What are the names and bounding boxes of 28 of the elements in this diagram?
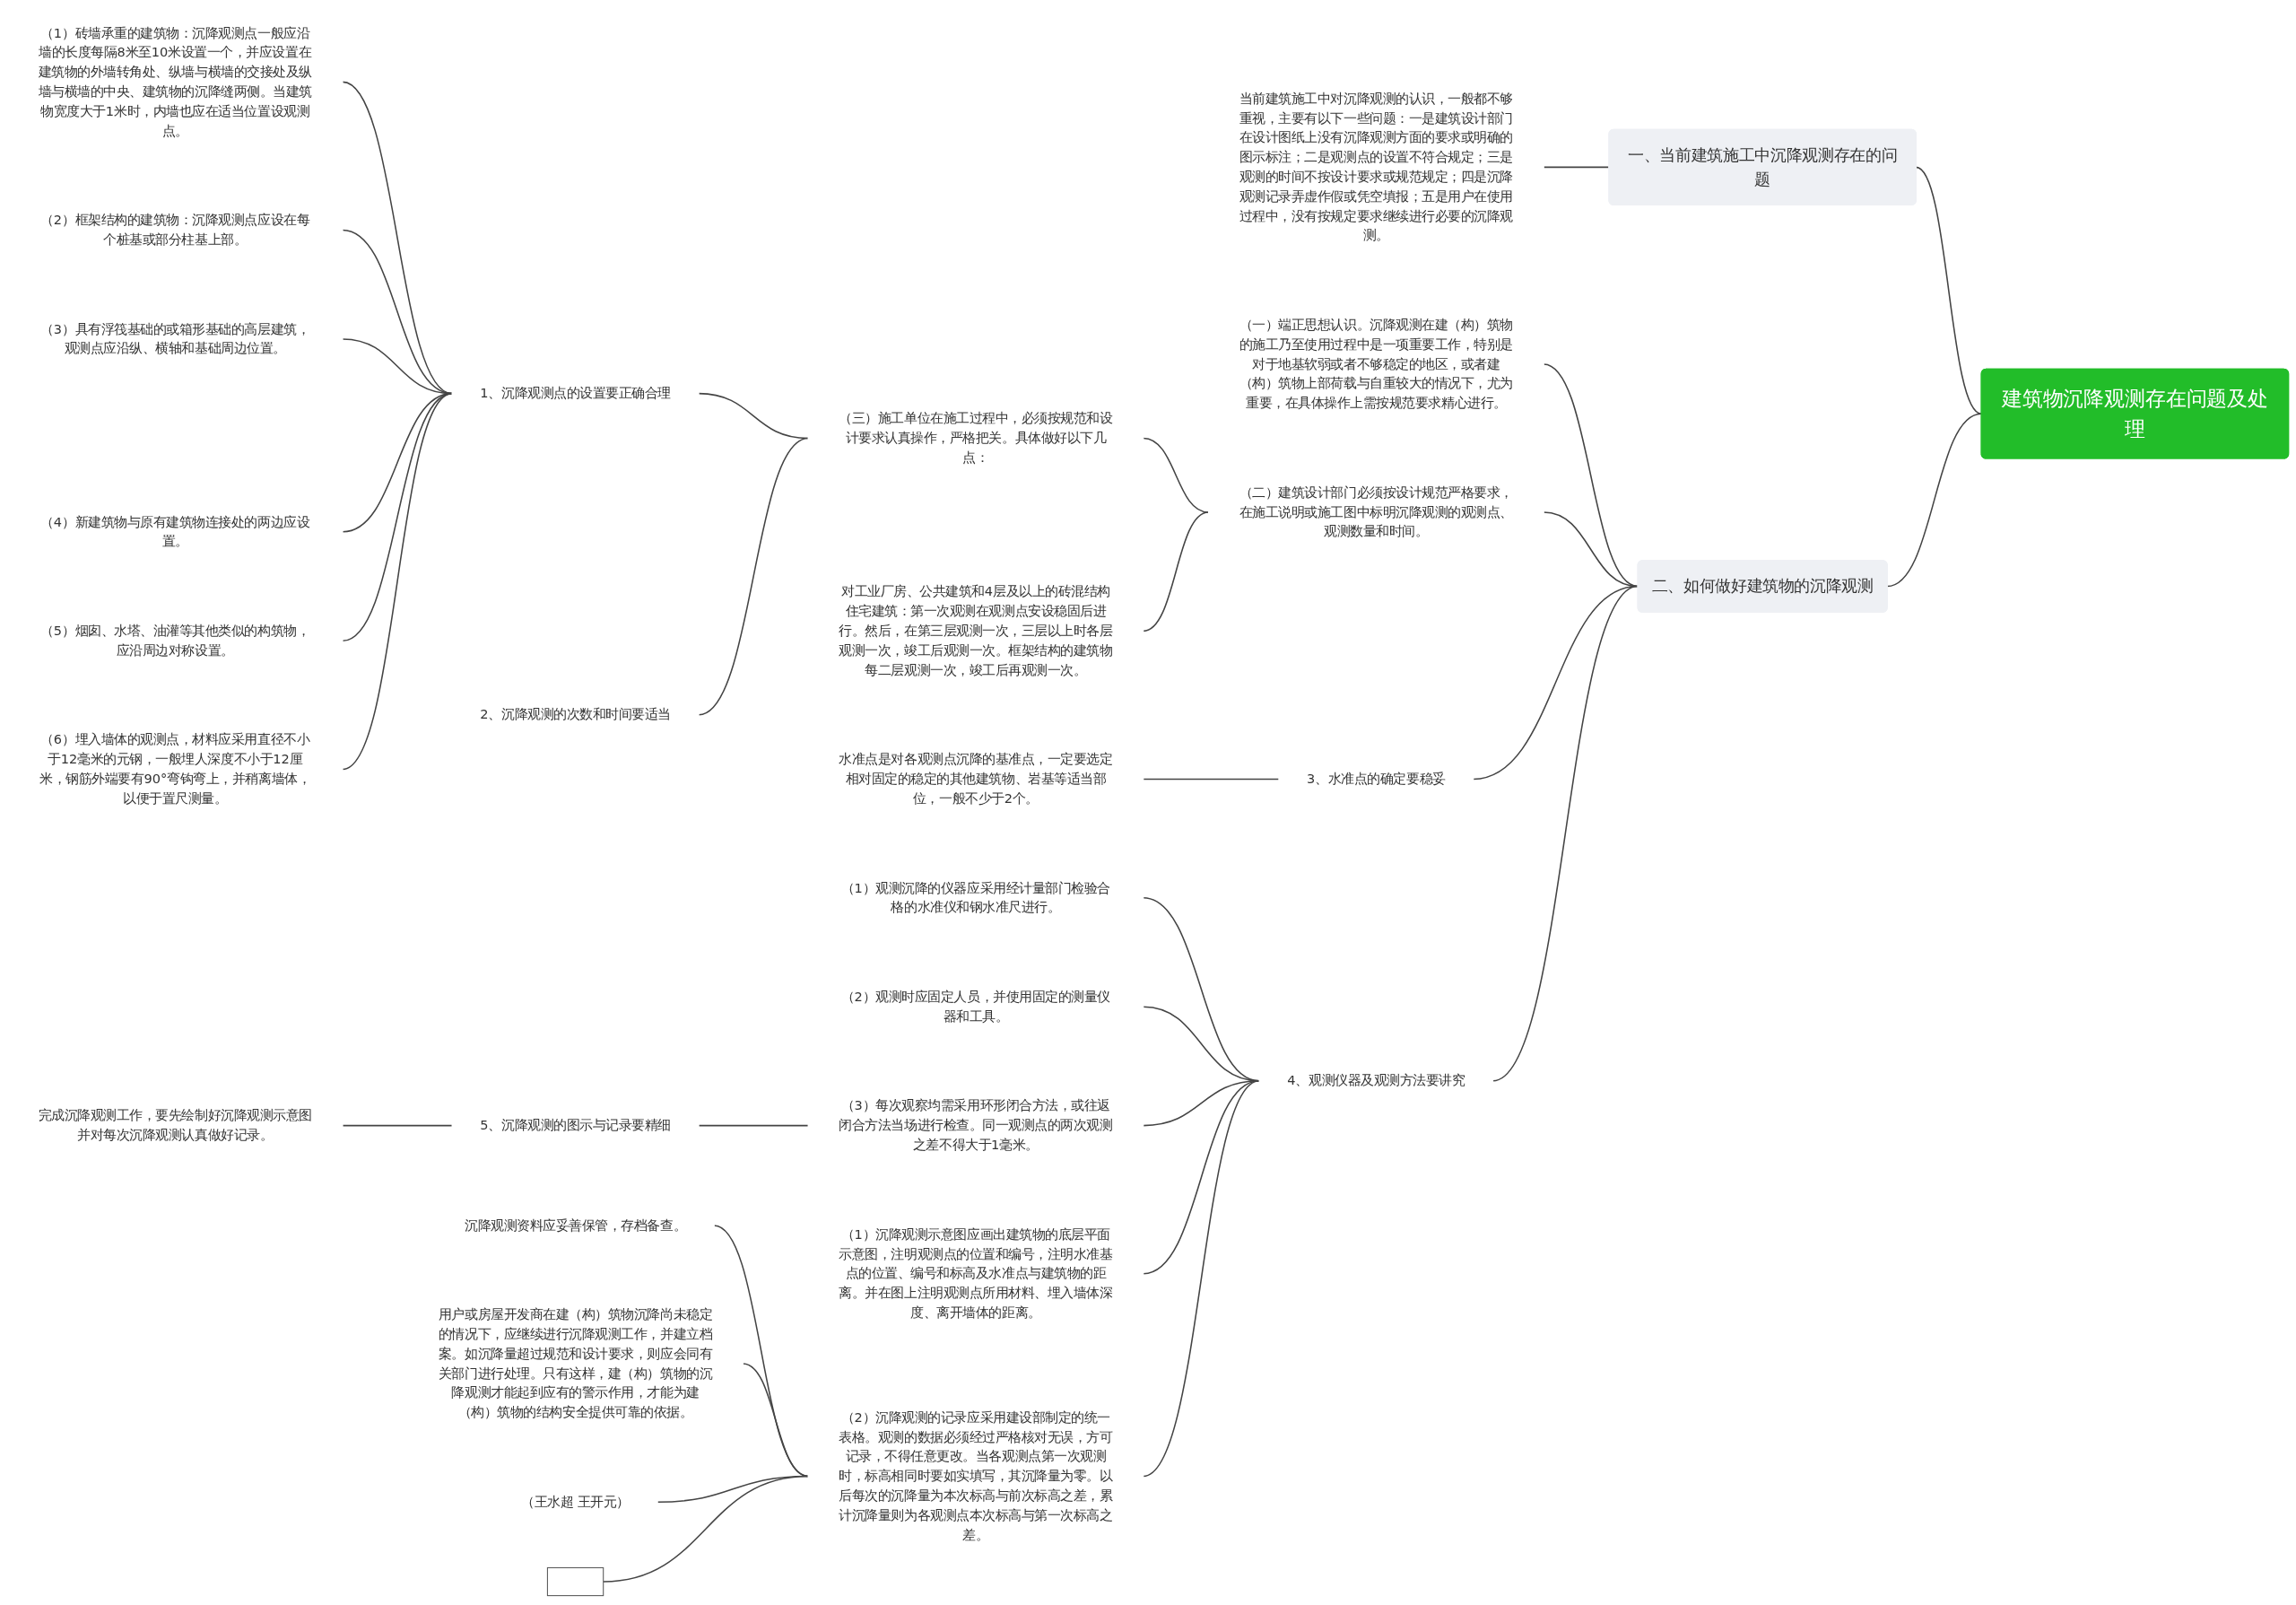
node-text: （王水超 王开元） — [521, 1494, 630, 1510]
node-text: （1）砖墙承重的建筑物：沉降观测点一般应沿墙的长度每隔8米至10米设置一个，并应设置在建筑物的外墙转角处、纵墙与横墙的交接处及纵墙与横墙的中央、建筑物的沉降缝两侧。当建筑物宽度大于1米时，内墙也应在适当位置设观测点。 — [38, 25, 312, 138]
node-text: （5）烟囱、水塔、油灌等其他类似的构筑物，应沿周边对称设置。 — [40, 623, 310, 658]
node-text: （一）端正思想认识。沉降观测在建（构）筑物的施工乃至使用过程中是一项重要工作，特别是对于地基软弱或者不够稳定的地区，或者建（构）筑物上部荷载与自重较大的情况下，尤为重要，在具体操作上需按规范要求精心进行。 — [1239, 317, 1513, 411]
node-text: （三）施工单位在施工过程中，必须按规范和设计要求认真操作，严格把关。具体做好以下几点： — [839, 410, 1113, 466]
node-box — [546, 1566, 604, 1597]
node-text: 5、沉降观测的图示与记录要精细 — [480, 1117, 671, 1133]
node-text: （2）观测时应固定人员，并使用固定的测量仪器和工具。 — [840, 989, 1110, 1024]
node-text: （2）框架结构的建筑物：沉降观测点应设在每个桩基或部分柱基上部。 — [40, 212, 310, 248]
node-text: 1、沉降观测点的设置要正确合理 — [480, 385, 671, 401]
node-text: （3）具有浮筏基础的或箱形基础的高层建筑，观测点应沿纵、横轴和基础周边位置。 — [40, 321, 310, 356]
node-text: （3）每次观察均需采用环形闭合方法，或往返闭合方法当场进行检查。同一观测点的两次观测之差不得大于1毫米。 — [839, 1097, 1113, 1153]
node-text: （4）新建筑物与原有建筑物连接处的两边应设置。 — [40, 514, 310, 549]
node-text: 完成沉降观测工作，要先绘制好沉降观测示意图并对每次沉降观测认真做好记录。 — [38, 1107, 312, 1143]
node-text: 3、水准点的确定要稳妥 — [1307, 771, 1446, 787]
node-text: （6）埋入墙体的观测点，材料应采用直径不小于12毫米的元钢，一般埋人深度不小于12厘米，钢筋外端要有90°弯钩弯上，并稍离墙体，以便于置尺测量。 — [39, 731, 311, 806]
node-text: 当前建筑施工中对沉降观测的认识，一般都不够重视，主要有以下一些问题：一是建筑设计部门在设计图纸上没有沉降观测方面的要求或明确的图示标注；二是观测点的设置不符合规定；三是观测的时间不按设计要求或规范规定；四是沉降观测记录弄虚作假或凭空填报；五是用户在使用过程中，没有按规定要求继续进行必要的沉降观测。 — [1239, 91, 1513, 243]
node-text: 水准点是对各观测点沉降的基准点，一定要选定相对固定的稳定的其他建筑物、岩基等适当部位，一般不少于2个。 — [839, 751, 1113, 806]
node-text: （2）沉降观测的记录应采用建设部制定的统一表格。观测的数据必须经过严格核对无误，方可记录，不得任意更改。当各观测点第一次观测时，标高相同时要如实填写，其沉降量为零。以后每次的沉降量为本次标高与前次标高之差，累计沉降量则为各观测点本次标高与第一次标高之差。 — [839, 1409, 1113, 1542]
node-text: （二）建筑设计部门必须按设计规范严格要求，在施工说明或施工图中标明沉降观测的观测点、观测数量和时间。 — [1239, 484, 1513, 539]
node-text: 用户或房屋开发商在建（构）筑物沉降尚未稳定的情况下，应继续进行沉降观测工作，并建立档案。如沉降量超过规范和设计要求，则应会同有关部门进行处理。只有这样，建（构）筑物的沉降观测才能起到应有的警示作用，才能为建（构）筑物的结构安全提供可靠的依据。 — [438, 1306, 713, 1420]
node-text: （1）沉降观测示意图应画出建筑物的底层平面示意图，注明观测点的位置和编号，注明水准基点的位置、编号和标高及水准点与建筑物的距离。并在图上注明观测点所用材料、埋入墙体深度、离开墙体的距离。 — [839, 1226, 1113, 1321]
node-text: 4、观测仪器及观测方法要讲究 — [1287, 1072, 1465, 1088]
node-text: 2、沉降观测的次数和时间要适当 — [480, 706, 671, 722]
node-text: （1）观测沉降的仪器应采用经计量部门检验合格的水准仪和钢水准尺进行。 — [840, 880, 1110, 915]
node-text: 沉降观测资料应妥善保管，存档备查。 — [465, 1217, 687, 1233]
node-text: 对工业厂房、公共建筑和4层及以上的砖混结构住宅建筑：第一次观测在观测点安设稳固后进行。然后，在第三层观测一次，三层以上时各层观测一次，竣工后观测一次。框架结构的建筑物每二层观测一次，竣工后再观测一次。 — [839, 583, 1113, 677]
connector — [1143, 1080, 1260, 1478]
